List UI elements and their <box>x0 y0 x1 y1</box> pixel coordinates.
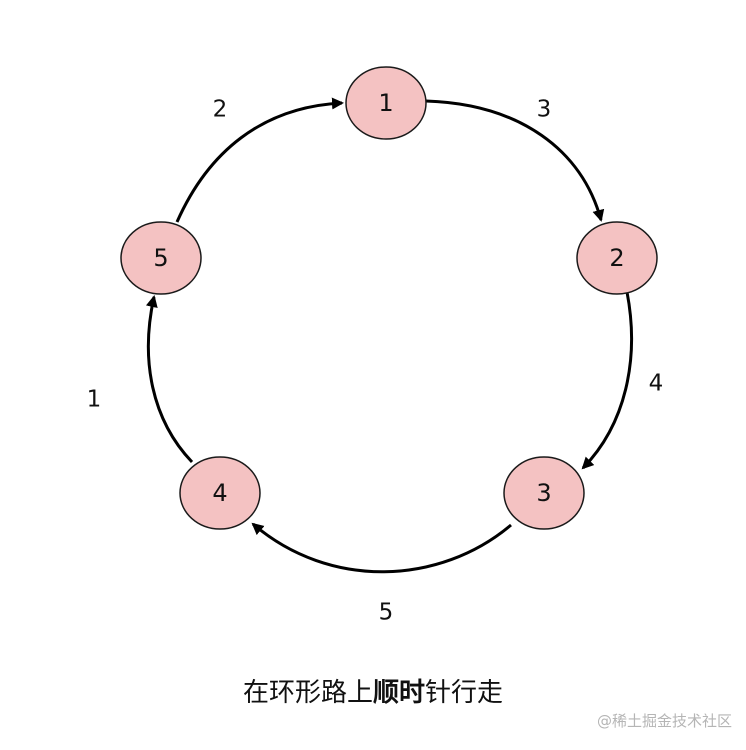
edge-arrow-n1-to-n2 <box>425 99 605 222</box>
node-circle <box>120 221 202 295</box>
edge-label-n5-to-n1: 2 <box>213 97 228 123</box>
edge-label-n3-to-n4: 5 <box>379 600 394 626</box>
edge-arrow-n3-to-n4 <box>251 522 512 574</box>
caption-suffix: 针行走 <box>425 678 504 708</box>
edge-label-n1-to-n2: 3 <box>537 97 552 123</box>
node-label: 1 <box>378 89 393 117</box>
node-3: 3 <box>503 456 585 530</box>
edge-arrow-n2-to-n3 <box>581 291 633 470</box>
caption-bold: 顺时 <box>372 678 425 708</box>
edge-labels: 3 4 5 1 2 <box>87 97 664 626</box>
node-4: 4 <box>179 456 261 530</box>
watermark: @稀土掘金技术社区 <box>596 712 732 730</box>
edge-label-n2-to-n3: 4 <box>649 371 664 397</box>
edge-label-n4-to-n5: 1 <box>87 387 102 413</box>
nodes: 1 2 3 4 5 <box>120 66 658 530</box>
node-label: 2 <box>609 244 624 272</box>
node-circle <box>179 456 261 530</box>
caption-prefix: 在环形路上 <box>242 678 373 708</box>
edges <box>145 97 633 574</box>
node-2: 2 <box>576 221 658 295</box>
edge-arrow-n5-to-n1 <box>175 97 344 223</box>
node-label: 3 <box>536 479 551 507</box>
node-label: 5 <box>153 244 168 272</box>
node-circle <box>576 221 658 295</box>
edge-arrow-n4-to-n5 <box>145 295 194 464</box>
node-circle <box>503 456 585 530</box>
node-label: 4 <box>212 479 227 507</box>
diagram-caption: 在环形路上顺时针行走 <box>0 672 746 709</box>
node-circle <box>345 66 427 140</box>
node-5: 5 <box>120 221 202 295</box>
node-1: 1 <box>345 66 427 140</box>
